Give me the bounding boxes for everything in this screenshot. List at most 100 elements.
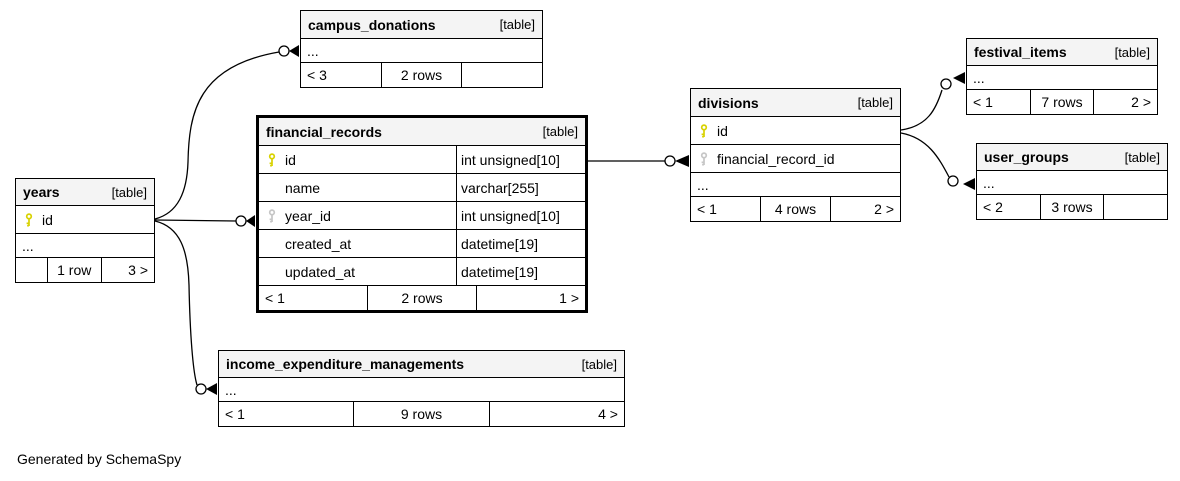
table-name: financial_records (266, 123, 382, 140)
child-count: 3 > (100, 258, 155, 282)
relationship-line (154, 219, 237, 222)
table-name: festival_items (974, 44, 1067, 60)
table-badge: [table] (542, 124, 578, 139)
column-row: id (691, 117, 900, 145)
column-name: id (717, 122, 728, 139)
table-footer: < 2 3 rows (977, 195, 1167, 219)
column-row: name varchar[255] (259, 174, 585, 202)
table-divisions[interactable]: divisions [table] id financial_record_id… (690, 88, 901, 222)
foreign-key-icon (700, 151, 708, 165)
parent-count (16, 258, 47, 282)
column-name: id (42, 211, 53, 228)
primary-key-icon (700, 123, 708, 137)
relationship-years-campus_donations (154, 45, 299, 220)
column-name: updated_at (285, 263, 356, 280)
foreign-key-icon (268, 208, 276, 222)
cardinality-circle-marker (947, 175, 959, 187)
column-row: financial_record_id (691, 145, 900, 173)
column-row: updated_at datetime[19] (259, 258, 585, 286)
parent-count: < 1 (697, 201, 717, 217)
table-user_groups[interactable]: user_groups [table] ... < 2 3 rows (976, 143, 1168, 220)
relationship-divisions-user_groups (900, 132, 975, 190)
relationship-line (154, 51, 280, 220)
row-count: 2 rows (380, 63, 462, 87)
relationship-years-income_expenditure_managements (154, 220, 217, 395)
column-type: datetime[19] (456, 258, 585, 285)
child-count: 2 > (830, 197, 900, 221)
parent-count: < 3 (307, 67, 327, 83)
table-header: years [table] (16, 179, 154, 206)
table-name: campus_donations (308, 16, 436, 33)
row-count: 4 rows (760, 197, 830, 221)
table-financial_records[interactable]: financial_records [table] id int unsigne… (256, 115, 588, 313)
column-type: int unsigned[10] (456, 202, 585, 229)
relationship-line (154, 220, 198, 386)
table-income_expenditure_managements[interactable]: income_expenditure_managements [table] .… (218, 350, 625, 427)
row-count: 1 row (47, 258, 101, 282)
primary-key-icon (25, 212, 33, 226)
table-badge: [table] (857, 95, 893, 110)
table-header: financial_records [table] (259, 118, 585, 146)
table-header: divisions [table] (691, 89, 900, 117)
relationship-line (900, 132, 950, 178)
table-campus_donations[interactable]: campus_donations [table] ... < 3 2 rows (300, 10, 543, 88)
hidden-columns-ellipsis: ... (977, 171, 1167, 195)
table-header: income_expenditure_managements [table] (219, 351, 624, 378)
table-name: income_expenditure_managements (226, 356, 465, 372)
table-badge: [table] (1114, 44, 1150, 60)
child-count (461, 63, 542, 87)
hidden-columns-ellipsis: ... (967, 66, 1157, 90)
table-name: years (23, 184, 60, 200)
column-type: int unsigned[10] (456, 146, 585, 173)
column-row: id (16, 206, 154, 234)
child-count: 1 > (476, 286, 585, 310)
table-badge: [table] (1124, 149, 1160, 165)
column-row: id int unsigned[10] (259, 146, 585, 174)
table-years[interactable]: years [table] id ... 1 row 3 > (15, 178, 155, 283)
table-name: user_groups (984, 149, 1069, 165)
column-type: datetime[19] (456, 230, 585, 257)
table-name: divisions (698, 94, 759, 111)
table-footer: < 1 4 rows 2 > (691, 197, 900, 221)
parent-count: < 1 (265, 290, 285, 306)
generator-credit: Generated by SchemaSpy (17, 451, 182, 467)
child-count: 2 > (1093, 90, 1157, 114)
row-count: 9 rows (353, 402, 488, 426)
column-type: varchar[255] (456, 174, 585, 201)
cardinality-circle-marker (940, 78, 952, 90)
cardinality-circle-marker (235, 215, 247, 227)
parent-count: < 1 (225, 406, 245, 422)
table-footer: 1 row 3 > (16, 258, 154, 282)
hidden-columns-ellipsis: ... (691, 173, 900, 197)
column-name: id (285, 151, 296, 168)
arrowhead-marker (953, 72, 965, 84)
table-footer: < 3 2 rows (301, 63, 542, 87)
relationship-years-financial_records (154, 215, 255, 227)
relationship-line (900, 89, 943, 131)
arrowhead-marker (289, 45, 299, 57)
cardinality-circle-marker (278, 45, 290, 57)
relationship-financial_records-divisions (586, 155, 689, 167)
row-count: 7 rows (1029, 90, 1094, 114)
row-count: 3 rows (1039, 195, 1104, 219)
column-name: financial_record_id (717, 150, 835, 167)
arrowhead-marker (675, 155, 689, 167)
cardinality-circle-marker (664, 155, 676, 167)
cardinality-circle-marker (195, 383, 207, 395)
parent-count: < 2 (983, 199, 1003, 215)
table-badge: [table] (111, 184, 147, 200)
child-count: 4 > (488, 402, 624, 426)
arrowhead-marker (206, 383, 217, 395)
column-name: created_at (285, 235, 352, 252)
primary-key-icon (268, 152, 276, 166)
column-row: created_at datetime[19] (259, 230, 585, 258)
hidden-columns-ellipsis: ... (16, 234, 154, 258)
column-name: name (285, 179, 321, 196)
child-count (1103, 195, 1167, 219)
arrowhead-marker (246, 215, 255, 227)
table-badge: [table] (499, 17, 535, 32)
column-name: year_id (285, 207, 331, 224)
table-festival_items[interactable]: festival_items [table] ... < 1 7 rows 2 … (966, 38, 1158, 115)
